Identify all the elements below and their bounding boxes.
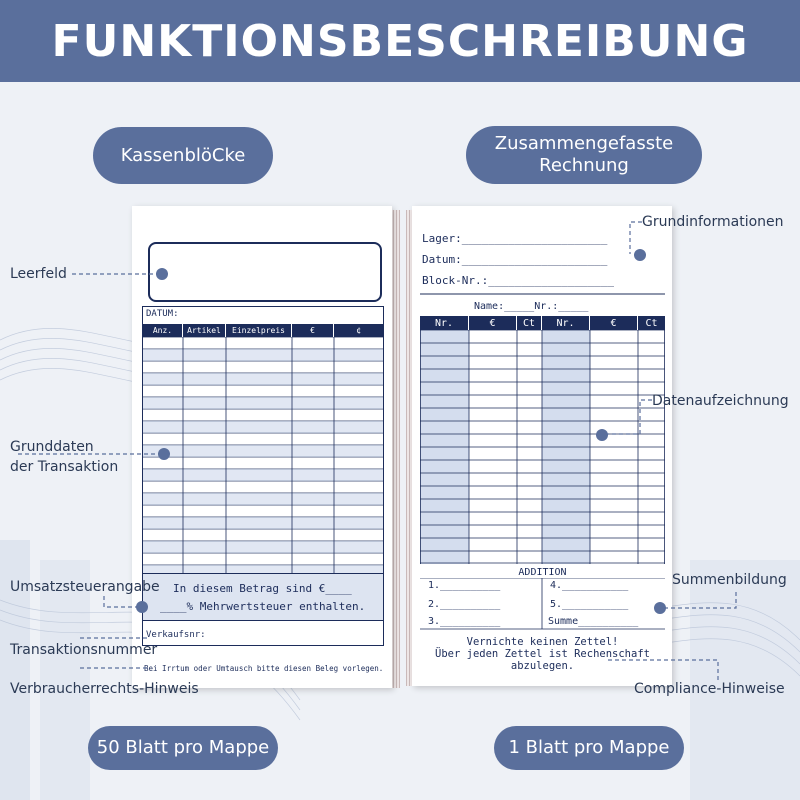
callout-grunddaten-1: Grunddaten [10,439,94,455]
column-euro: € [292,324,334,337]
datenaufzeichnung-marker [596,429,608,441]
callout-leerfeld: Leerfeld [10,266,67,282]
tax-line-1: In diesem Betrag sind €____ [173,582,352,595]
transaction-table-header: Anz. Artikel Einzelpreis € ¢ [143,324,383,337]
column-euro-2: € [590,316,638,330]
column-artikel: Artikel [183,324,226,337]
column-lines [420,330,665,564]
tax-line-2: ____% Mehrwertsteuer enthalten. [160,600,366,613]
column-anz: Anz. [143,324,183,337]
transaction-table-rows [143,337,383,573]
zusammengefasste-pill-line2: Rechnung [539,155,629,176]
zusammengefasste-receipt: Lager:______________________ Datum:_____… [412,206,672,686]
leerfeld-marker [156,268,168,280]
addition-1: 1.__________ [428,580,501,591]
column-euro-1: € [469,316,517,330]
transaction-table [142,306,384,646]
callout-transaktionsnummer: Transaktionsnummer [10,642,158,658]
lager-field: Lager:______________________ [422,232,608,245]
column-ct-2: Ct [645,317,658,329]
column-nr-1: Nr. [420,316,469,330]
pad-stack-edge-right [406,210,414,686]
callout-umsatzsteuer: Umsatzsteuerangabe [10,579,160,595]
addition-summe: Summe__________ [548,616,639,627]
block-nr-field: Block-Nr.:___________________ [422,274,615,287]
callout-datenaufzeichnung: Datenaufzeichnung [652,393,789,409]
verkaufsnr-label: Verkaufsnr: [146,630,206,640]
callout-grundinformationen: Grundinformationen [642,214,784,230]
kassenbloecke-pill-label: KassenblöCke [120,144,246,166]
blank-field-box [148,242,382,302]
fifty-sheets-label: 50 Blatt pro Mappe [96,737,270,758]
addition-4: 4.___________ [550,580,629,591]
addition-grid [420,578,665,630]
row-shading [143,349,383,573]
umsatzsteuer-marker [136,601,148,613]
addition-3: 3.__________ [428,616,501,627]
column-lines [182,337,335,573]
grundinformationen-marker [634,249,646,261]
column-ct-1: Ct [517,316,542,330]
tax-info-box: In diesem Betrag sind €____ ____% Mehrwe… [143,573,383,621]
exchange-note: Bei Irrtum oder Umtausch bitte diesen Be… [144,664,384,673]
warning-line-3: abzulegen. [510,660,575,672]
warning-line-1: Vernichte keinen Zettel! [466,636,619,648]
callout-compliance: Compliance-Hinweise [634,681,785,697]
one-sheet-pill: 1 Blatt pro Mappe [494,726,684,770]
record-table-rows [420,330,665,564]
addition-title: ADDITION [518,567,567,578]
field-divider [420,293,665,295]
addition-2: 2.__________ [428,599,501,610]
warning-line-2: Über jeden Zettel ist Rechenschaft [435,648,650,660]
zusammengefasste-pill-line1: Zusammengefasste [494,133,674,154]
kassenbloecke-pill: KassenblöCke [93,127,273,184]
grunddaten-marker [158,448,170,460]
callout-summenbildung: Summenbildung [672,572,787,588]
column-cent: ¢ [356,326,361,335]
zusammengefasste-rechnung-pill: Zusammengefasste Rechnung [466,126,702,184]
kassenblock-receipt: DATUM: Anz. Artikel Einzelpreis € ¢ [132,206,392,688]
pad-stack-edge [390,210,400,688]
column-nr-2: Nr. [542,316,590,330]
addition-5: 5.___________ [550,599,629,610]
one-sheet-label: 1 Blatt pro Mappe [508,737,670,758]
name-nr-field: Name:_____Nr.:_____ [474,301,589,312]
compliance-warning: Vernichte keinen Zettel! Über jeden Zett… [420,636,665,672]
summenbildung-marker [654,602,666,614]
record-table-header: Nr. € Ct Nr. € Ct [420,316,665,330]
datum-field: Datum:______________________ [422,253,608,266]
page-title: FUNKTIONSBESCHREIBUNG [51,15,749,67]
callout-verbraucher: Verbraucherrechts-Hinweis [10,681,199,697]
datum-label: DATUM: [146,309,179,319]
header-banner: FUNKTIONSBESCHREIBUNG [0,0,800,82]
fifty-sheets-pill: 50 Blatt pro Mappe [88,726,278,770]
callout-grunddaten-2: der Transaktion [10,459,119,475]
column-einzelpreis: Einzelpreis [226,324,292,337]
